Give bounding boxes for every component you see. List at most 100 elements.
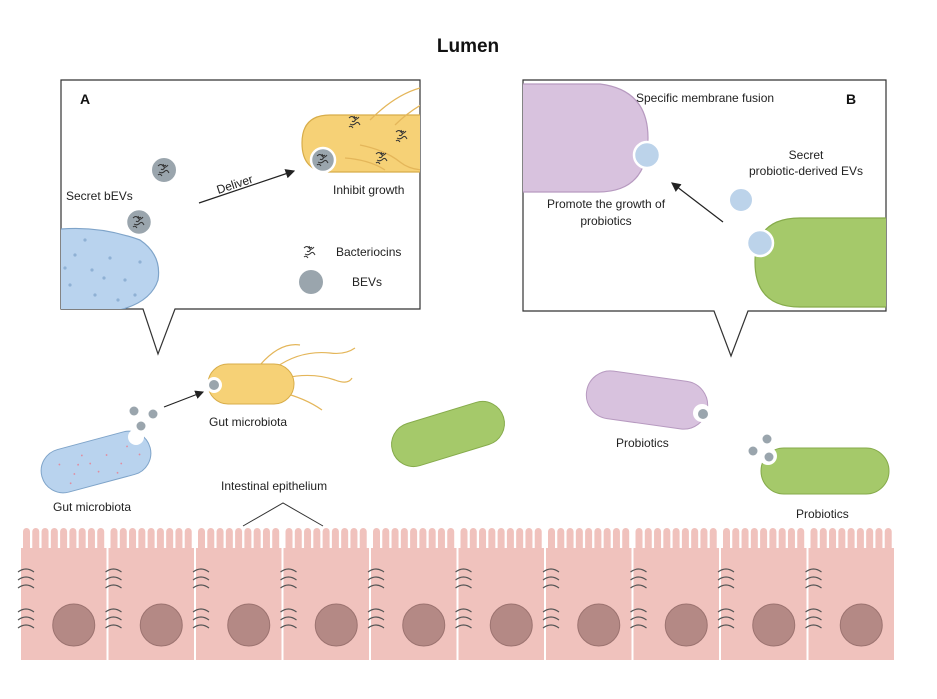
tight-junction <box>455 608 472 629</box>
cell-nucleus <box>752 603 796 647</box>
bev-free <box>150 156 178 184</box>
microvillus <box>856 528 864 552</box>
microvillus <box>810 528 818 552</box>
microvillus <box>838 528 846 552</box>
promote-growth-line2: probiotics <box>580 214 631 228</box>
microvillus <box>184 528 192 552</box>
gut-microbiota-left-label: Gut microbiota <box>53 500 131 514</box>
microvillus <box>700 528 708 552</box>
tight-junction <box>542 568 560 589</box>
gut-microbiota-center-label: Gut microbiota <box>209 415 287 429</box>
ev-free <box>728 187 754 213</box>
microvillus <box>875 528 883 552</box>
microvillus <box>709 528 717 552</box>
microvillus <box>437 528 445 552</box>
blue-bacterium-small <box>40 430 152 494</box>
promote-arrow <box>671 182 724 223</box>
inhibit-growth-label: Inhibit growth <box>333 183 404 197</box>
microvillus <box>566 528 574 552</box>
tight-junction <box>192 608 210 629</box>
microvillus <box>50 528 58 552</box>
microvillus <box>460 528 468 552</box>
tight-junction <box>367 568 385 589</box>
microvillus <box>884 528 892 552</box>
tight-junction <box>717 568 735 589</box>
cell-nucleus <box>52 603 96 647</box>
microvillus <box>488 528 496 552</box>
bevs-legend-icon <box>299 270 323 294</box>
microvillus <box>575 528 583 552</box>
cell-nucleus <box>839 603 883 647</box>
microvillus <box>373 528 380 552</box>
microvillus <box>156 528 164 552</box>
microvillus <box>787 528 795 552</box>
microvillus <box>594 528 602 552</box>
microvillus <box>644 528 652 552</box>
microvillus <box>313 528 321 552</box>
tight-junction <box>17 568 35 589</box>
microvillus <box>225 528 233 552</box>
tight-junction <box>805 608 822 629</box>
panel-b: B Specific membrane fusion Secret probio… <box>522 79 887 358</box>
microvillus <box>23 528 30 552</box>
microvillus <box>32 528 40 552</box>
probiotics-label-2: Probiotics <box>796 507 849 521</box>
tight-junction <box>105 608 122 629</box>
membrane-fusion-label: Specific membrane fusion <box>636 91 774 105</box>
microvillus <box>428 528 436 552</box>
microvillus <box>750 528 758 552</box>
green-bacterium-center <box>391 400 505 468</box>
panel-a-letter: A <box>80 91 90 107</box>
microvillus <box>166 528 174 552</box>
secret-probiotic-evs-line2: probiotic-derived EVs <box>749 164 863 178</box>
microvillus <box>359 528 367 552</box>
intestinal-epithelium <box>17 528 894 660</box>
microvillus <box>244 528 252 552</box>
microvillus <box>866 528 874 552</box>
microvillus <box>97 528 105 552</box>
microvillus <box>691 528 699 552</box>
microvillus <box>557 528 565 552</box>
tight-junction <box>542 608 560 629</box>
microvillus <box>400 528 408 552</box>
microvillus <box>622 528 630 552</box>
microvillus <box>410 528 418 552</box>
microvillus <box>253 528 261 552</box>
ev-budding <box>745 228 775 258</box>
microvillus <box>612 528 620 552</box>
tight-junction <box>367 608 385 629</box>
bev-cluster-small <box>129 406 158 431</box>
microvillus <box>198 528 205 552</box>
cell-nucleus <box>664 603 708 647</box>
microvillus <box>654 528 662 552</box>
deliver-arrow-small <box>163 390 205 408</box>
microvillus <box>506 528 514 552</box>
microvillus <box>69 528 77 552</box>
microvillus <box>681 528 689 552</box>
microvillus <box>110 528 118 552</box>
microvillus <box>294 528 302 552</box>
microvillus <box>78 528 86 552</box>
microvillus <box>819 528 827 552</box>
microvillus <box>497 528 505 552</box>
green-probiotic <box>759 447 890 495</box>
microvillus <box>87 528 95 552</box>
microvillus <box>847 528 855 552</box>
microvillus <box>382 528 390 552</box>
cell-nucleus <box>489 603 533 647</box>
microvillus <box>760 528 768 552</box>
microvillus <box>534 528 542 552</box>
microvillus <box>548 528 555 552</box>
microvillus <box>262 528 270 552</box>
microvillus <box>603 528 611 552</box>
microvillus <box>272 528 280 552</box>
microvillus <box>304 528 312 552</box>
tight-junction <box>280 568 297 589</box>
cell-nucleus <box>227 603 271 647</box>
microvillus <box>175 528 183 552</box>
tight-junction <box>192 568 210 589</box>
probiotics-label-1: Probiotics <box>616 436 669 450</box>
tight-junction <box>280 608 297 629</box>
microvillus <box>350 528 358 552</box>
microvillus <box>331 528 339 552</box>
